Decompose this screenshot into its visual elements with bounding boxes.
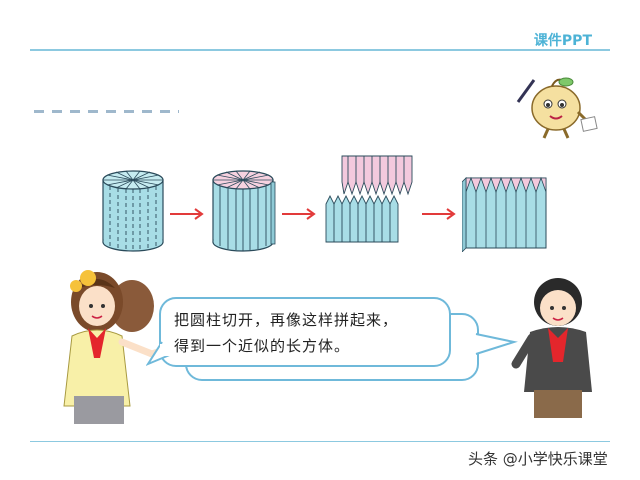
top-divider bbox=[30, 49, 610, 51]
arrow-right-icon bbox=[422, 208, 456, 220]
speech-line-1: 把圆柱切开，再像这样拼起来， bbox=[174, 311, 399, 329]
pear-mascot-icon bbox=[516, 77, 598, 139]
arrow-right-icon bbox=[282, 208, 316, 220]
cylinder-cut bbox=[212, 170, 276, 252]
dashed-line bbox=[34, 110, 179, 113]
brand-label: 课件PPT bbox=[533, 33, 592, 49]
cylinder-dashed bbox=[102, 170, 164, 252]
speech-bubble-shape bbox=[146, 297, 518, 381]
watermark-label: 头条 @小学快乐课堂 bbox=[468, 450, 608, 468]
arrow-right-icon bbox=[170, 208, 204, 220]
approximate-cuboid bbox=[462, 176, 547, 252]
bottom-divider bbox=[30, 441, 610, 442]
speech-line-2: 得到一个近似的长方体。 bbox=[174, 337, 351, 355]
boy-student-illustration bbox=[511, 278, 592, 418]
split-halves bbox=[325, 155, 413, 243]
